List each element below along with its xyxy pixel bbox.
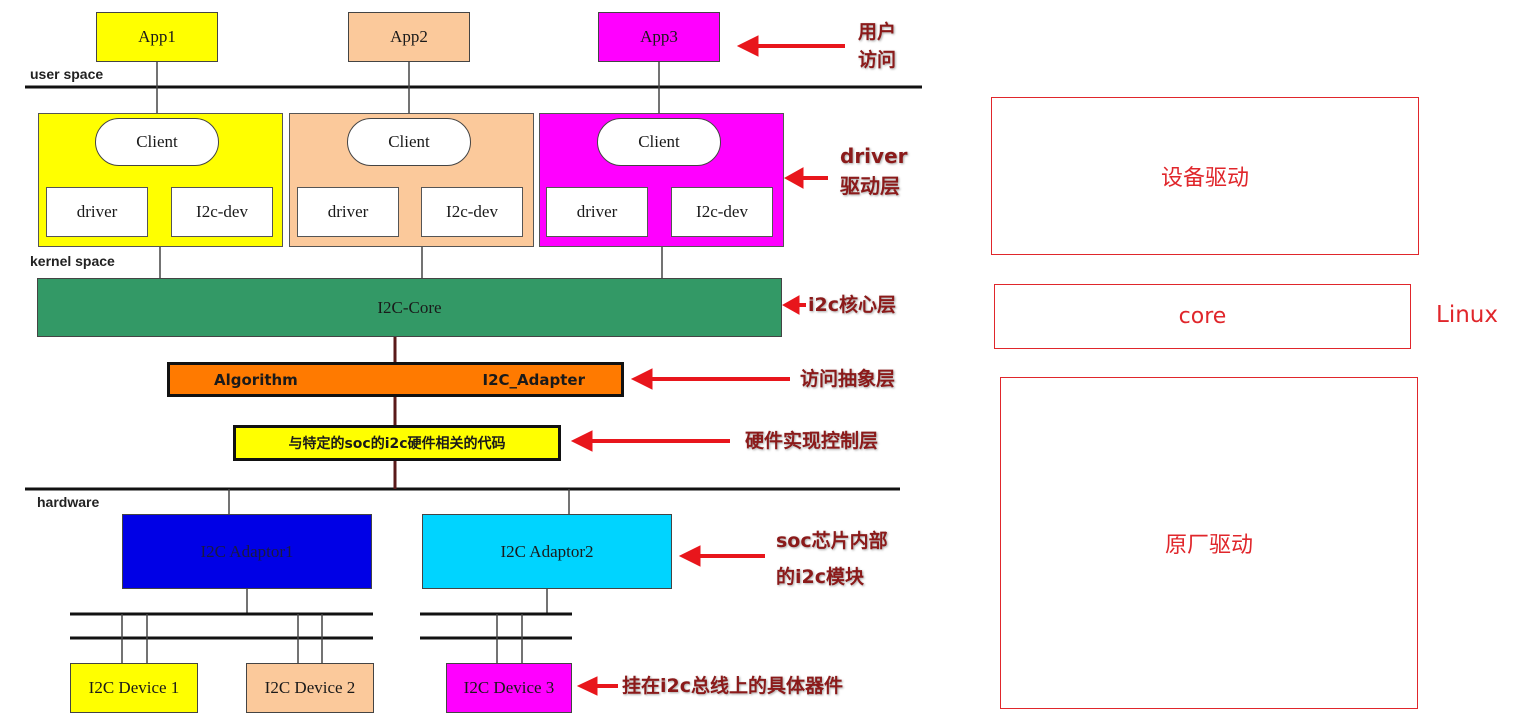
client-2: Client — [347, 118, 471, 166]
app3-box: App3 — [598, 12, 720, 62]
vendor-driver-box: 原厂驱动 — [1000, 377, 1418, 709]
i2c-core-box: I2C-Core — [37, 278, 782, 337]
app1-box: App1 — [96, 12, 218, 62]
i2c-device1-box: I2C Device 1 — [70, 663, 198, 713]
algorithm-label: Algorithm — [214, 370, 298, 389]
hardware-label: hardware — [37, 494, 100, 510]
i2c-dev-box-2: I2c-dev — [421, 187, 523, 237]
i2c-device3-box: I2C Device 3 — [446, 663, 572, 713]
annotation-bus-devices: 挂在i2c总线上的具体器件 — [622, 675, 843, 697]
driver-box-3: driver — [546, 187, 648, 237]
annotation-soc-module-line2: 的i2c模块 — [776, 566, 864, 588]
annotation-driver-line2: 驱动层 — [840, 174, 900, 198]
i2c-dev-box-1: I2c-dev — [171, 187, 273, 237]
app2-box: App2 — [348, 12, 470, 62]
annotation-driver: driver 驱动层 — [840, 141, 908, 201]
linux-label: Linux — [1436, 302, 1498, 328]
annotation-access-abstraction: 访问抽象层 — [800, 368, 896, 390]
core-box: core — [994, 284, 1411, 349]
annotation-user-access-line1: 用户 — [858, 21, 897, 43]
annotation-hw-control: 硬件实现控制层 — [745, 430, 879, 452]
i2c-device2-box: I2C Device 2 — [246, 663, 374, 713]
i2c-adapter-label: I2C_Adapter — [482, 370, 585, 389]
annotation-arrows — [570, 35, 845, 696]
device-driver-box: 设备驱动 — [991, 97, 1419, 255]
driver-box-2: driver — [297, 187, 399, 237]
i2c-dev-box-3: I2c-dev — [671, 187, 773, 237]
annotation-soc-module: soc芯片内部 的i2c模块 — [776, 523, 888, 595]
i2c-adaptor1-box: I2C Adaptor1 — [122, 514, 372, 589]
algorithm-adapter-bar: Algorithm I2C_Adapter — [167, 362, 624, 397]
driver-box-1: driver — [46, 187, 148, 237]
annotation-soc-module-line1: soc芯片内部 — [776, 530, 888, 552]
client-3: Client — [597, 118, 721, 166]
soc-code-box: 与特定的soc的i2c硬件相关的代码 — [233, 425, 561, 461]
i2c-adaptor2-box: I2C Adaptor2 — [422, 514, 672, 589]
client-1: Client — [95, 118, 219, 166]
annotation-core-layer: i2c核心层 — [808, 294, 896, 316]
user-space-label: user space — [30, 66, 104, 82]
kernel-space-label: kernel space — [30, 253, 115, 269]
annotation-user-access: 用户 访问 — [858, 18, 896, 74]
annotation-driver-line1: driver — [840, 144, 908, 168]
annotation-user-access-line2: 访问 — [858, 49, 897, 71]
